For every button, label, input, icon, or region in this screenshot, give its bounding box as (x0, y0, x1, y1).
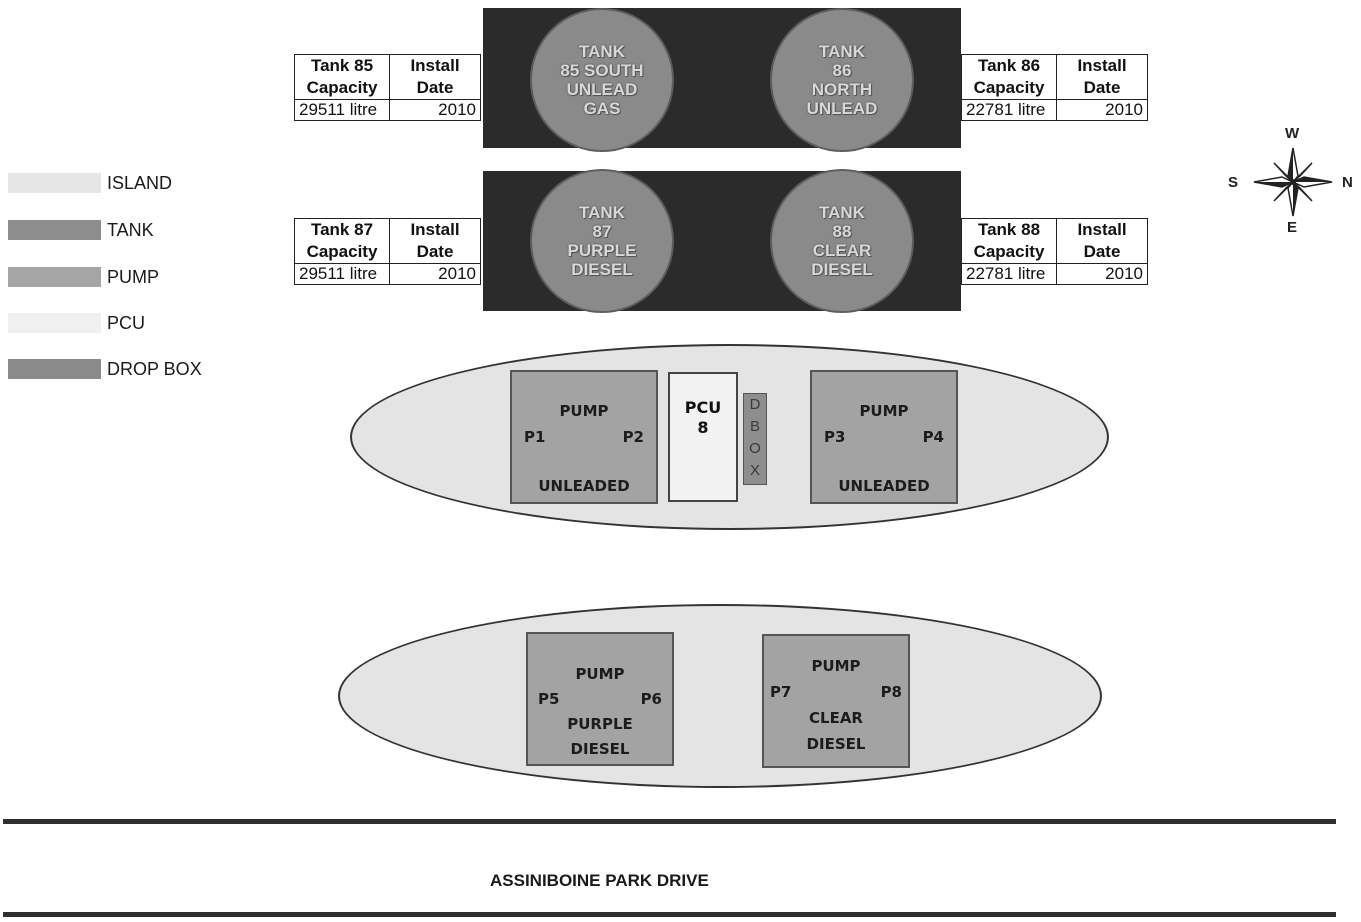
road-edge-bottom (3, 912, 1336, 917)
install-date-value: 2010 (389, 263, 481, 285)
pump-label-p6: P6 (640, 690, 662, 708)
legend-label: DROP BOX (107, 358, 202, 379)
drop-box-letter: O (749, 440, 761, 457)
pump-purple-diesel-p5-p6[interactable]: PUMP P5 P6 PURPLE DIESEL (526, 632, 674, 766)
legend-swatch (8, 359, 101, 379)
compass-south-label: S (1228, 174, 1239, 191)
legend-item-drop-box: DROP BOX (8, 359, 202, 379)
capacity-value: 29511 litre (294, 99, 390, 121)
capacity-header: Tank 86 Capacity (961, 54, 1057, 100)
pump-fuel-label: CLEAR (809, 709, 863, 727)
pump-label-p4: P4 (922, 428, 944, 446)
tank-block-upper: TANK 85 SOUTH UNLEAD GAS TANK 86 NORTH U… (483, 8, 961, 152)
install-date-value: 2010 (1056, 263, 1148, 285)
pump-fuel-label: PURPLE (567, 715, 633, 733)
island-lower (338, 604, 1102, 788)
pump-label-p8: P8 (880, 683, 902, 701)
legend-label: PCU (107, 312, 146, 333)
tank-85-table: Tank 85 Capacity Install Date 29511 litr… (294, 54, 481, 121)
drop-box-letter: X (749, 462, 760, 479)
compass-west-label: W (1285, 125, 1300, 142)
capacity-value: 29511 litre (294, 263, 390, 285)
install-date-value: 2010 (389, 99, 481, 121)
capacity-header: Tank 85 Capacity (294, 54, 390, 100)
pump-clear-diesel-p7-p8[interactable]: PUMP P7 P8 CLEAR DIESEL (762, 634, 910, 768)
legend-swatch (8, 220, 101, 240)
legend-item-tank: TANK (8, 220, 154, 240)
pump-title: PUMP (811, 657, 861, 675)
tank-block-lower: TANK 87 PURPLE DIESEL TANK 88 CLEAR DIES… (483, 169, 961, 313)
tank-85-circle[interactable]: TANK 85 SOUTH UNLEAD GAS (530, 8, 674, 152)
tank-86-circle[interactable]: TANK 86 NORTH UNLEAD (770, 8, 914, 152)
legend-item-pcu: PCU (8, 313, 145, 333)
pump-title: PUMP (859, 402, 909, 420)
pump-title: PUMP (575, 665, 625, 683)
pcu-8[interactable]: PCU 8 (668, 372, 738, 502)
road-edge-top (3, 819, 1336, 824)
capacity-value: 22781 litre (961, 99, 1057, 121)
pump-fuel-label: DIESEL (806, 735, 866, 753)
compass-north-label: N (1342, 174, 1353, 191)
pump-label-p2: P2 (622, 428, 644, 446)
pump-unleaded-p1-p2[interactable]: PUMP P1 P2 UNLEADED (510, 370, 658, 504)
install-date-header: Install Date (389, 54, 481, 100)
tank-88-table: Tank 88 Capacity Install Date 22781 litr… (961, 218, 1148, 285)
pump-label-p7: P7 (770, 683, 792, 701)
install-date-header: Install Date (389, 218, 481, 264)
drop-box-letter: B (749, 418, 760, 435)
legend-item-pump: PUMP (8, 267, 159, 287)
pump-fuel-label: DIESEL (570, 740, 630, 758)
legend-label: ISLAND (107, 172, 173, 193)
tank-86-table: Tank 86 Capacity Install Date 22781 litr… (961, 54, 1148, 121)
legend-swatch (8, 267, 101, 287)
tank-87-table: Tank 87 Capacity Install Date 29511 litr… (294, 218, 481, 285)
pump-label-p1: P1 (524, 428, 546, 446)
install-date-header: Install Date (1056, 54, 1148, 100)
pump-fuel-label: UNLEADED (838, 477, 930, 495)
tank-88-circle[interactable]: TANK 88 CLEAR DIESEL (770, 169, 914, 313)
road-name: ASSINIBOINE PARK DRIVE (490, 871, 709, 890)
install-date-header: Install Date (1056, 218, 1148, 264)
legend-swatch (8, 173, 101, 193)
drop-box[interactable]: D B O X (743, 393, 767, 485)
pump-label-p3: P3 (824, 428, 846, 446)
pump-title: PUMP (559, 402, 609, 420)
capacity-header: Tank 87 Capacity (294, 218, 390, 264)
drop-box-letter: D (749, 396, 761, 413)
tank-87-circle[interactable]: TANK 87 PURPLE DIESEL (530, 169, 674, 313)
install-date-value: 2010 (1056, 99, 1148, 121)
legend-item-island: ISLAND (8, 173, 172, 193)
capacity-value: 22781 litre (961, 263, 1057, 285)
compass-east-label: E (1287, 219, 1298, 236)
pump-fuel-label: UNLEADED (538, 477, 630, 495)
capacity-header: Tank 88 Capacity (961, 218, 1057, 264)
compass-rose-icon (1253, 147, 1333, 217)
pump-label-p5: P5 (538, 690, 560, 708)
legend-swatch (8, 313, 101, 333)
pump-unleaded-p3-p4[interactable]: PUMP P3 P4 UNLEADED (810, 370, 958, 504)
legend-label: PUMP (107, 266, 160, 287)
legend-label: TANK (107, 219, 154, 240)
